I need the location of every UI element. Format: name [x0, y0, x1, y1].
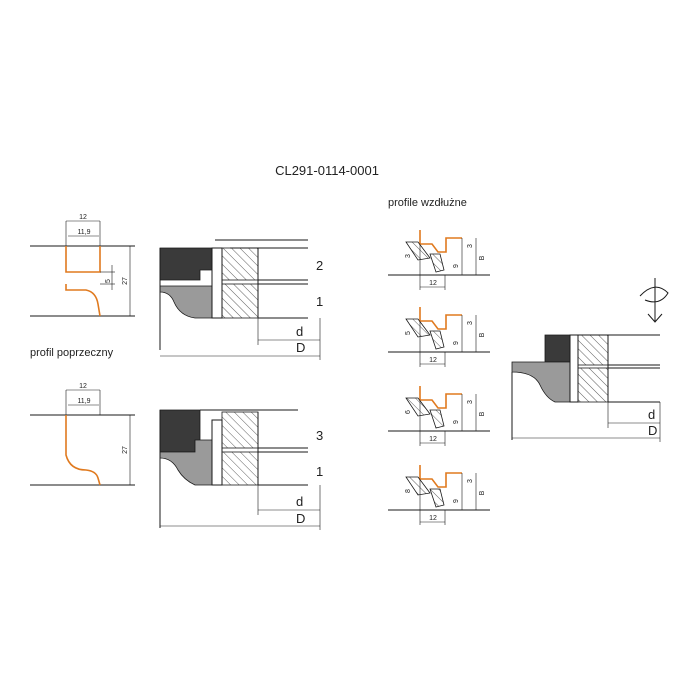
label-d-right: d [648, 407, 655, 422]
long-profile-width: 12 [429, 436, 437, 443]
cross2-width-inner: 11,9 [77, 398, 90, 405]
long-profile-width: 12 [429, 357, 437, 364]
long-profile-depth: 9 [453, 499, 460, 503]
cross2-height: 27 [122, 446, 129, 454]
rotation-arrow-icon [639, 278, 669, 323]
long-profile-depth: 9 [453, 264, 460, 268]
tool-top-label-lower: 1 [316, 294, 323, 309]
long-profile-left-dim: 8 [405, 489, 412, 493]
long-profile-right-dim: 3 [467, 479, 474, 483]
cross-profile-1: 12 11,9 5 27 [30, 214, 135, 317]
tool-assembly-right: d D [511, 278, 669, 442]
cross1-gap: 5 [105, 279, 112, 283]
long-profile-3: 6 3 9 B 12 [388, 386, 490, 446]
label-D-top: D [296, 340, 305, 355]
long-profile-side: B [479, 332, 486, 337]
tool-bottom-label-lower: 1 [316, 464, 323, 479]
long-profile-side: B [479, 255, 486, 260]
long-profile-side: B [479, 411, 486, 416]
long-profile-right-dim: 3 [467, 400, 474, 404]
label-d-top: d [296, 324, 303, 339]
caption-long-profiles: profile wzdłużne [388, 197, 467, 209]
caption-cross-profile: profil poprzeczny [30, 347, 114, 359]
label-d-bottom: d [296, 494, 303, 509]
cross1-width-outer: 12 [79, 214, 87, 221]
long-profile-depth: 9 [453, 341, 460, 345]
label-D-bottom: D [296, 511, 305, 526]
long-profile-depth: 9 [453, 420, 460, 424]
cross-profile-2: 12 11,9 27 [30, 383, 135, 486]
cross1-width-inner: 11,9 [77, 229, 90, 236]
cross1-height: 27 [122, 277, 129, 285]
long-profile-width: 12 [429, 515, 437, 522]
long-profile-1: 3 3 9 B 12 [388, 230, 490, 290]
drawing-title: CL291-0114-0001 [275, 163, 379, 178]
tool-bottom-label-upper: 3 [316, 428, 323, 443]
long-profile-left-dim: 3 [405, 254, 412, 258]
long-profile-side: B [479, 490, 486, 495]
long-profile-right-dim: 3 [467, 244, 474, 248]
long-profile-2: 5 3 9 B 12 [388, 307, 490, 367]
long-profile-right-dim: 3 [467, 321, 474, 325]
label-D-right: D [648, 423, 657, 438]
tool-top-label-upper: 2 [316, 258, 323, 273]
long-profile-4: 8 3 9 B 12 [388, 465, 490, 525]
tool-assembly-top: d D 2 1 [159, 239, 323, 360]
cross2-width-outer: 12 [79, 383, 87, 390]
long-profile-left-dim: 5 [405, 331, 412, 335]
long-profile-left-dim: 6 [405, 410, 412, 414]
long-profile-width: 12 [429, 280, 437, 287]
tool-assembly-bottom: d D 3 1 [159, 409, 323, 530]
